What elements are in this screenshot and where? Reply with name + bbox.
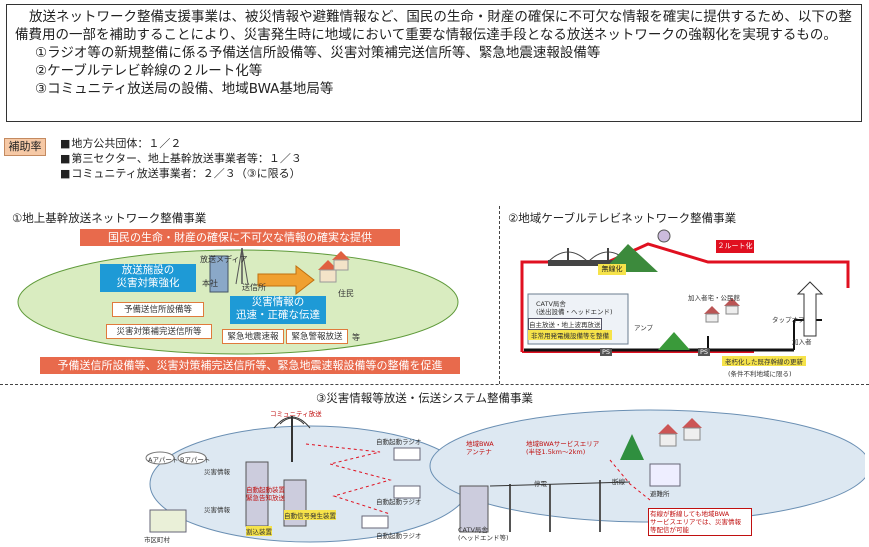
shelter-icon (649, 463, 681, 487)
subsidy-rate-third-sector: 第三セクター、地上基幹放送事業者等：１／３ (60, 151, 301, 166)
shelter-label: 避難所 (650, 490, 670, 498)
bwa-houses-icon (658, 418, 702, 447)
bridge-icon (547, 248, 629, 266)
route-red-line (520, 242, 850, 288)
power-failure-label: 停電 (534, 480, 547, 488)
headend-label: CATV局舎 (送出設備・ヘッドエンド) (536, 300, 613, 316)
bwa-antenna-label: 地域BWA アンテナ (466, 440, 494, 456)
section1-top-band: 国民の生命・財産の確保に不可欠な情報の確実な提供 (80, 229, 400, 246)
horizontal-divider (0, 384, 869, 385)
summary-item-3: ③コミュニティ放送局の設備、地域BWA基地局等 (35, 81, 334, 97)
subsidy-rate-list: 地方公共団体：１／２ 第三セクター、地上基幹放送事業者等：１／３ コミュニティ放… (60, 136, 302, 181)
tree-icon (620, 434, 644, 460)
equipment-auto-start: 自動起動装置 (246, 486, 285, 494)
summary-item-2: ②ケーブルテレビ幹線の２ルート化等 (35, 63, 263, 79)
subsidy-rate-local: 地方公共団体：１／２ (60, 136, 302, 151)
emergency-broadcast-box: 緊急警報放送 (286, 329, 348, 344)
upgrade-arrow-icon (796, 281, 824, 337)
bwa-area-ellipse (429, 409, 865, 523)
complementary-station-box: 災害対策補完送信所等 (106, 324, 212, 339)
disaster-info-label-2: 災害情報 (204, 506, 230, 514)
disaster-info-label-1: 災害情報 (204, 468, 230, 476)
summary-item-1: ①ラジオ等の新規整備に係る予備送信所設備等、災害対策補完送信所等、緊急地震速報設… (35, 45, 601, 61)
auto-radio-label-2: 自動起動ラジオ (376, 498, 422, 506)
station-label: 送信所 (242, 283, 266, 292)
summary-box: 放送ネットワーク整備支援事業は、被災情報や避難情報など、国民の生命・財産の確保に… (6, 4, 862, 122)
equipment-interrupt: 割込装置 (246, 526, 272, 536)
main-office-label: 本社 (202, 279, 218, 288)
subscriber-houses-icon (704, 298, 740, 323)
houses-icon (318, 251, 350, 283)
earthquake-alert-box: 緊急地震速報 (222, 329, 284, 344)
section3-title: ③災害情報等放送・伝送システム整備事業 (316, 391, 533, 405)
section3-svg (145, 409, 865, 543)
amp-icon (658, 332, 690, 350)
community-area-ellipse (149, 425, 471, 543)
auto-radio-label-1: 自動起動ラジオ (376, 438, 422, 446)
main-office-icon (209, 255, 229, 293)
utility-poles-icon (489, 480, 631, 532)
two-route-badge: ２ルート化 (716, 240, 754, 253)
rapid-transmission-box: 災害情報の 迅速・正確な伝達 (230, 296, 326, 324)
section2-title: ②地域ケーブルテレビネットワーク整備事業 (508, 211, 737, 225)
section1-title: ①地上基幹放送ネットワーク整備事業 (12, 211, 207, 225)
community-tower-icon (273, 416, 311, 462)
city-hall-icon (149, 509, 187, 533)
residents-label: 住民 (338, 289, 354, 298)
equipment-signal-generator: 自動信号発生装置 (284, 510, 336, 520)
dish-icon (657, 229, 671, 243)
upgrade-note: (条件不利地域に限る) (728, 370, 792, 378)
tapoff-label: タップオフ (772, 316, 805, 324)
wireless-badge: 無線化 (598, 264, 626, 275)
catv-building-label: CATV局舎 (ヘッドエンド等) (458, 526, 509, 542)
generator-box: 非常用発電機設備等を整備 (528, 330, 612, 340)
delivery-arrow-icon (257, 264, 315, 296)
ps-label-2: PS (698, 348, 711, 356)
auto-radio-label-3: 自動起動ラジオ (376, 532, 422, 540)
break-label: 断線 (612, 478, 625, 486)
subscriber-label: 加入者 (792, 338, 812, 346)
backup-station-box: 予備送信所設備等 (112, 302, 204, 317)
etc-label: 等 (352, 333, 360, 342)
headend-sub-label: 自主放送・地上波再放送 (528, 318, 602, 330)
upgrade-box: 老朽化した既存幹線の更新 (722, 356, 806, 366)
equipment-emergency: 緊急告知放送 (246, 494, 285, 502)
apartment-a-label: Aアパート (148, 456, 179, 464)
section1-bottom-band: 予備送信所設備等、災害対策補完送信所等、緊急地震速報設備等の整備を促進 (40, 357, 460, 374)
media-label: 放送メディア (200, 255, 248, 264)
tower-icon (235, 247, 249, 285)
subsidy-rate-community: コミュニティ放送事業者：２／３（③に限る） (60, 166, 302, 181)
summary-intro: 放送ネットワーク整備支援事業は、被災情報や避難情報など、国民の生命・財産の確保に… (15, 9, 852, 43)
amp-label: アンプ (634, 324, 654, 332)
ps-label-1: PS (600, 348, 613, 356)
households-label: 加入者宅・公民館 (688, 294, 740, 302)
radio-wave-lines (305, 443, 392, 515)
resilience-box: 放送施設の 災害対策強化 (100, 264, 196, 292)
vertical-divider (499, 206, 500, 384)
city-hall-label: 市区町村 (144, 536, 170, 544)
apartment-b-label: Bアパート (180, 456, 211, 464)
bwa-area-label: 地域BWAサービスエリア (半径1.5km〜2km) (526, 440, 600, 456)
catv-building-icon (459, 485, 489, 533)
radio-houses-icon (361, 447, 421, 529)
subsidy-badge: 補助率 (4, 138, 46, 156)
apartment-icons (145, 451, 207, 465)
community-label: コミュニティ放送 (270, 410, 322, 418)
bwa-note-box: 有線が断線しても地域BWA サービスエリアでは、災害情報 等配信が可能 (648, 508, 752, 536)
